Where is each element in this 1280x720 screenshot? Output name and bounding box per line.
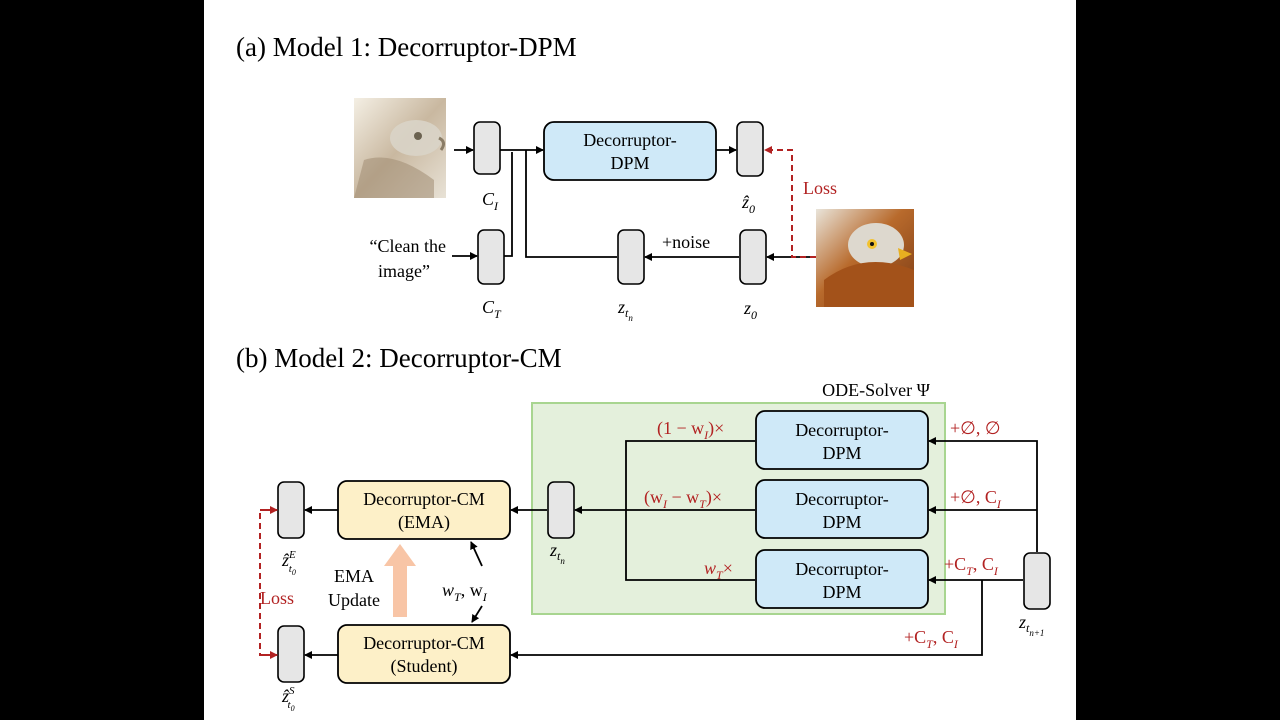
diagram-svg: (a) Model 1: Decorruptor-DPM Decorruptor… [236,32,1051,713]
ci-label: CI [482,189,499,213]
cond-top-label: +∅, ∅ [950,418,1001,438]
weights-label: wT, wI [442,580,488,604]
ode-dpm-block-mid: Decorruptor- DPM [755,479,929,539]
arrow-weights-to-student [471,605,483,623]
ct-latent-block [477,229,505,285]
svg-text:(Student): (Student) [391,656,458,677]
loss-label-a: Loss [803,178,837,198]
decorruptor-cm-ema-block: Decorruptor-CM (EMA) [337,480,511,540]
decorruptor-dpm-block [543,121,717,181]
ztn-latent-block [617,229,645,285]
ztn1-label: ztn+1 [1018,612,1044,638]
loss-dashed-arrow-a [764,146,816,258]
dpm-label-line2: DPM [610,153,649,173]
arrow-ztn1-to-student [510,580,983,659]
corrupted-bird-image [354,98,446,198]
arrow-ztn1-to-dpm-top [928,437,1038,552]
svg-text:DPM: DPM [822,443,861,463]
coef-mid-label: (wI − wT)× [644,487,722,511]
coef-bot-label: wT× [704,558,733,582]
svg-text:Decorruptor-CM: Decorruptor-CM [363,633,485,653]
svg-text:DPM: DPM [822,582,861,602]
svg-text:Decorruptor-: Decorruptor- [795,420,889,440]
svg-text:Decorruptor-CM: Decorruptor-CM [363,489,485,509]
prompt-text-line2: image” [378,261,430,281]
clean-bird-image [816,209,914,307]
svg-text:Decorruptor-: Decorruptor- [795,559,889,579]
cond-mid-label: +∅, CI [950,487,1002,511]
loss-dashed-line-b [259,509,277,656]
dpm-label-line1: Decorruptor- [583,130,677,150]
ztn1-latent-block [1023,552,1051,610]
ema-update-label-line1: EMA [334,566,374,586]
section-b-title: (b) Model 2: Decorruptor-CM [236,343,562,373]
svg-text:(EMA): (EMA) [398,512,450,533]
zS-latent-block [277,625,305,683]
ode-dpm-block-bot: Decorruptor- DPM [755,549,929,609]
svg-text:DPM: DPM [822,512,861,532]
ztn-latent-block-b [547,481,575,539]
ztn-label-b: ztn [549,540,565,566]
ema-update-arrow [384,544,416,617]
ztn-label: ztn [617,297,633,323]
loss-label-b: Loss [260,588,294,608]
arrow-weights-to-ema [470,541,483,567]
coef-top-label: (1 − wI)× [657,418,724,442]
section-a-title: (a) Model 1: Decorruptor-DPM [236,32,577,62]
noise-label: +noise [662,232,710,252]
prompt-text-line1: “Clean the [370,236,446,256]
ema-update-label-line2: Update [328,590,380,610]
line-ztn-to-dpm [525,150,617,258]
z0-label: z0 [743,298,757,322]
z0hat-label: ẑ0 [741,192,755,216]
z0-latent-block [739,229,767,285]
ode-dpm-block-top: Decorruptor- DPM [755,410,929,470]
slide-canvas: (a) Model 1: Decorruptor-DPM Decorruptor… [204,0,1076,720]
cond-student-label: +CT, CI [904,627,959,651]
line-ct-to-dpm [504,152,513,257]
decorruptor-cm-student-block: Decorruptor-CM (Student) [337,624,511,684]
z0hat-latent-block [736,121,764,177]
ode-solver-label: ODE-Solver Ψ [822,380,930,400]
zE-latent-block [277,481,305,539]
svg-text:Decorruptor-: Decorruptor- [795,489,889,509]
ci-latent-block [473,121,501,175]
ct-label: CT [482,297,502,321]
cond-bot-label: +CT, CI [944,554,999,578]
